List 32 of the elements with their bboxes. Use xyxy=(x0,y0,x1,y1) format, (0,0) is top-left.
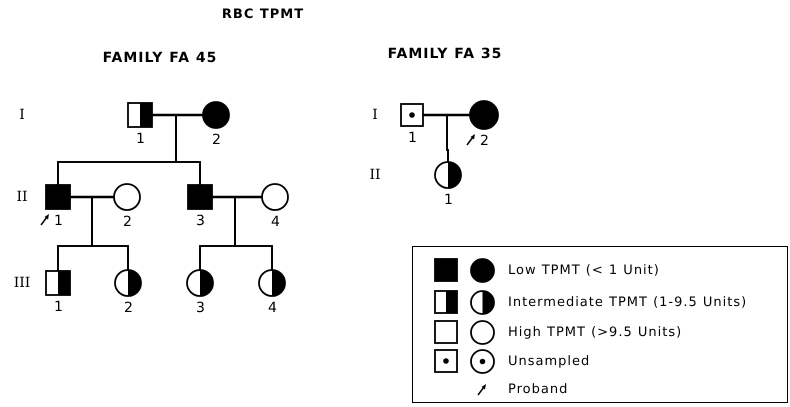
pedigree-line xyxy=(152,114,203,116)
legend-text: Low TPMT (< 1 Unit) xyxy=(508,262,660,280)
generation-label: II xyxy=(369,166,381,184)
generation-label: III xyxy=(14,274,30,292)
individual-number: 2 xyxy=(123,214,132,230)
individual-number: 4 xyxy=(271,214,280,230)
legend-text: Proband xyxy=(508,381,568,399)
generation-label: I xyxy=(19,106,25,124)
legend-text: High TPMT (>9.5 Units) xyxy=(508,324,682,342)
individual-number: 3 xyxy=(196,213,205,229)
pedigree-line xyxy=(175,114,203,185)
pedigree-line xyxy=(234,196,273,270)
individual-number: 1 xyxy=(54,213,63,229)
pedigree-line xyxy=(212,196,262,198)
pedigree-line xyxy=(423,114,470,116)
individual-number: 4 xyxy=(268,300,277,316)
individual-number: 1 xyxy=(54,299,63,315)
generation-label: I xyxy=(372,106,378,124)
individual-number: 3 xyxy=(196,300,205,316)
family-heading: FAMILY FA 45 xyxy=(102,49,218,67)
individual-number: 1 xyxy=(136,131,145,147)
generation-label: II xyxy=(16,188,28,206)
legend-text: Unsampled xyxy=(508,353,590,371)
diagram-title: RBC TPMT xyxy=(222,6,304,24)
individual-number: 1 xyxy=(444,192,453,208)
legend-text: Intermediate TPMT (1-9.5 Units) xyxy=(508,294,748,312)
individual-number: 2 xyxy=(124,300,133,316)
pedigree-line xyxy=(70,196,114,198)
individual-number: 2 xyxy=(212,132,221,148)
individual-number: 2 xyxy=(480,133,489,149)
family-heading: FAMILY FA 35 xyxy=(388,45,502,63)
individual-number: 1 xyxy=(408,130,417,146)
